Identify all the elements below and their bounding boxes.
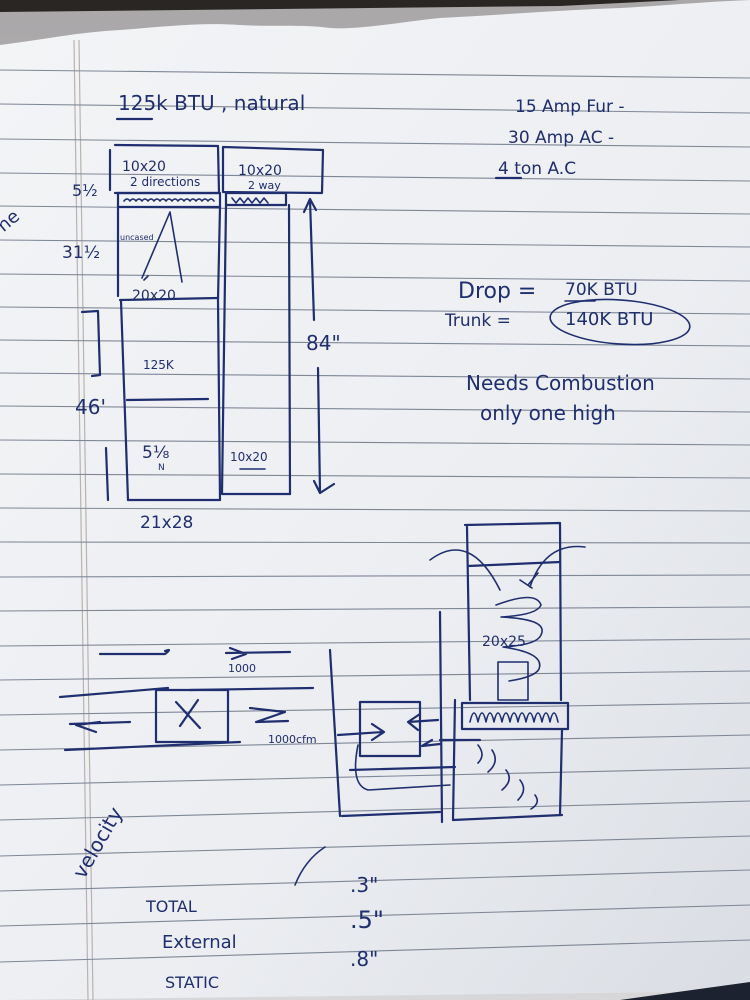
coil-label: uncased [120, 233, 154, 242]
filter-left-note: 2 directions [130, 175, 200, 189]
combustion-line-1: Needs Combustion [466, 371, 655, 395]
filter-right-note: 2 way [248, 179, 281, 192]
cfm-top: 1000 [228, 662, 256, 675]
side-duct-size: 10x20 [230, 450, 268, 464]
combustion-line-2: only one high [480, 401, 616, 425]
electrical-line-2: 30 Amp AC - [508, 128, 614, 148]
electrical-notes: 15 Amp Fur - 30 Amp AC - 4 ton A.C [494, 97, 625, 180]
electrical-line-3: 4 ton A.C [498, 159, 576, 179]
furnace-diagram: 10x20 2 directions 10x20 2 way uncased 2… [62, 143, 341, 533]
cfm-side: 1000cfm [268, 733, 317, 746]
electrical-line-1: 15 Amp Fur - [515, 97, 625, 117]
overall-height: 84" [306, 331, 341, 355]
ruled-lines [0, 69, 750, 963]
dim-furnace: 46' [75, 395, 106, 419]
heading-text: 125k BTU , natural [118, 91, 305, 115]
static-value-static: .8" [350, 947, 378, 971]
dim-top: 5½ [72, 181, 98, 200]
filter-right-size: 10x20 [238, 163, 282, 179]
base-size: 21x28 [140, 513, 193, 533]
combustion-notes: Needs Combustion only one high [466, 371, 655, 425]
static-label-total: TOTAL [145, 897, 197, 916]
furnace-label: 125K [143, 358, 175, 372]
drop-value: 70K BTU [565, 280, 638, 300]
plenum-label: 20x25 [482, 634, 526, 650]
fraction-sub: N [158, 463, 165, 473]
plenum-diagram: 20x25 [328, 521, 586, 824]
trunk-value: 140K BTU [565, 309, 653, 330]
filter-left-size: 10x20 [122, 159, 166, 175]
static-label-static: STATIC [165, 973, 219, 992]
btu-notes: Drop = 70K BTU Trunk = 140K BTU [444, 279, 691, 346]
coil-size: 20x20 [132, 288, 176, 304]
static-value-external: .5" [350, 906, 384, 934]
static-label-external: External [162, 932, 237, 953]
trunk-label: Trunk = [444, 311, 511, 331]
static-value-total: .3" [350, 873, 378, 897]
trunk-circle [549, 298, 691, 346]
static-pressure-table: TOTAL .3" External .5" STATIC .8" [145, 846, 384, 992]
drop-label: Drop = [458, 279, 536, 304]
fraction-label: 5⅛ [142, 443, 169, 463]
dim-coil: 31½ [62, 243, 100, 263]
